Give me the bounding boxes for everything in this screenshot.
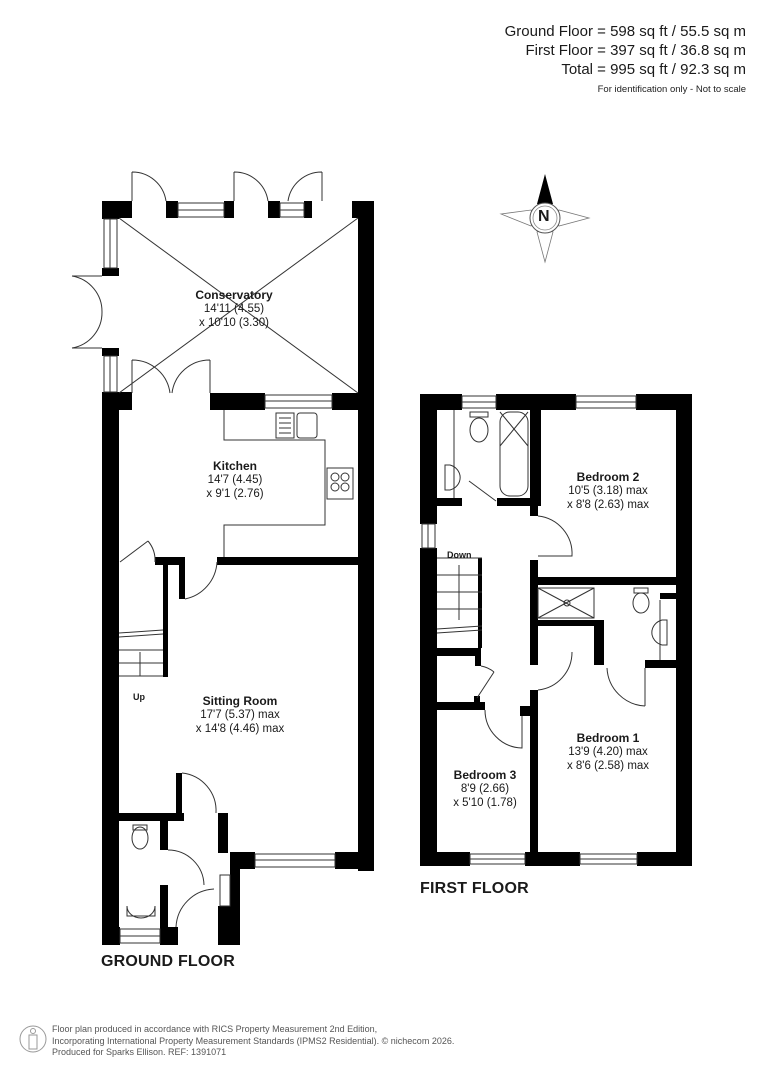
compass-north-label: N xyxy=(538,208,550,225)
ground-floor-title: GROUND FLOOR xyxy=(101,953,235,970)
room-bedroom-2: Bedroom 2 10'5 (3.18) max x 8'8 (2.63) m… xyxy=(567,470,649,512)
room-name: Conservatory xyxy=(195,288,273,302)
room-dim-2: x 14'8 (4.46) max xyxy=(195,723,285,735)
room-name: Sitting Room xyxy=(202,694,278,708)
room-name: Bedroom 2 xyxy=(576,470,640,484)
ground-floor-area: Ground Floor = 598 sq ft / 55.5 sq m xyxy=(504,23,746,40)
footer: Floor plan produced in accordance with R… xyxy=(52,1024,454,1059)
room-dim-1: 10'5 (3.18) max xyxy=(568,485,648,497)
total-area: Total = 995 sq ft / 92.3 sq m xyxy=(561,61,746,78)
area-summary: Ground Floor = 598 sq ft / 55.5 sq m Fir… xyxy=(505,22,746,95)
stairs-down-label: Down xyxy=(447,550,472,560)
room-name: Kitchen xyxy=(212,459,258,473)
room-bedroom-1: Bedroom 1 13'9 (4.20) max x 8'6 (2.58) m… xyxy=(567,731,649,773)
room-dim-1: 14'7 (4.45) xyxy=(207,474,263,486)
room-dim-2: x 10'10 (3.30) xyxy=(199,317,269,329)
room-name: Bedroom 1 xyxy=(576,731,640,745)
room-dim-1: 17'7 (5.37) max xyxy=(200,709,280,721)
room-dim-2: x 9'1 (2.76) xyxy=(206,488,264,500)
person-info-icon xyxy=(19,1025,47,1053)
room-dim-2: x 8'8 (2.63) max xyxy=(566,499,650,511)
room-dim-2: x 8'6 (2.58) max xyxy=(566,760,650,772)
room-kitchen: Kitchen 14'7 (4.45) x 9'1 (2.76) xyxy=(206,459,263,501)
footer-line-2: Incorporating International Property Mea… xyxy=(52,1035,455,1046)
first-floor-area: First Floor = 397 sq ft / 36.8 sq m xyxy=(525,42,746,59)
room-dim-1: 8'9 (2.66) xyxy=(460,783,510,795)
room-conservatory: Conservatory 14'11 (4.55) x 10'10 (3.30) xyxy=(195,288,272,330)
scale-disclaimer: For identification only - Not to scale xyxy=(597,84,746,95)
room-bedroom-3: Bedroom 3 8'9 (2.66) x 5'10 (1.78) xyxy=(453,768,517,810)
north-compass-icon xyxy=(499,174,591,264)
stairs-up-label: Up xyxy=(133,692,145,702)
footer-line-1: Floor plan produced in accordance with R… xyxy=(52,1024,378,1034)
room-dim-1: 14'11 (4.55) xyxy=(203,303,265,315)
footer-line-3: Produced for Sparks Ellison. REF: 139107… xyxy=(52,1047,227,1057)
footer-text: Floor plan produced in accordance with R… xyxy=(52,1024,454,1059)
room-dim-2: x 5'10 (1.78) xyxy=(453,797,517,809)
room-name: Bedroom 3 xyxy=(453,768,517,782)
room-sitting-room: Sitting Room 17'7 (5.37) max x 14'8 (4.4… xyxy=(196,694,285,736)
first-floor-title: FIRST FLOOR xyxy=(420,880,529,897)
room-dim-1: 13'9 (4.20) max xyxy=(568,746,648,758)
